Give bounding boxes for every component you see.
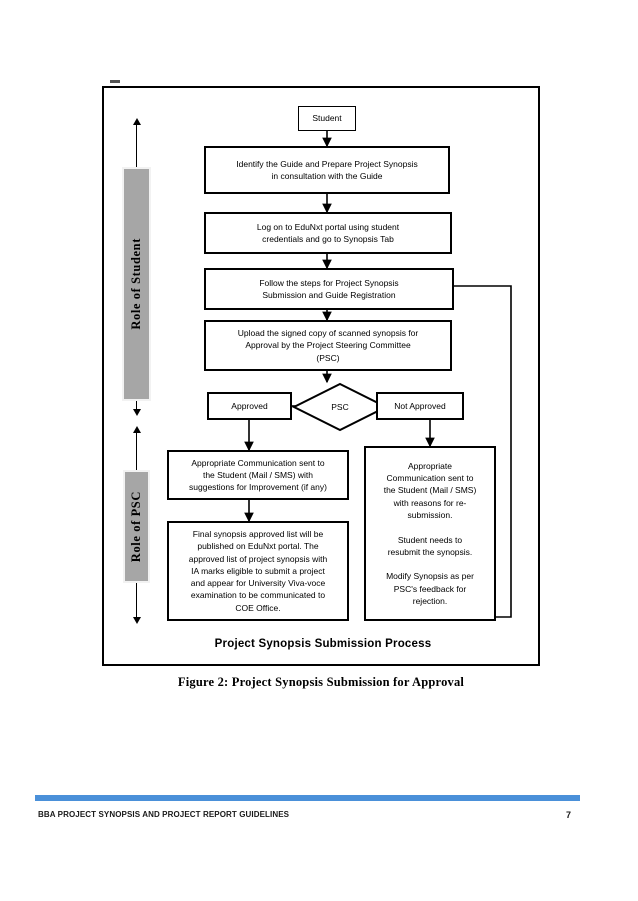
flow-node-final-approved-list[interactable]: Final synopsis approved list will be pub… (167, 521, 349, 621)
footer-page-number: 7 (566, 810, 572, 820)
flow-node-logon-edunxt[interactable]: Log on to EduNxt portal using student cr… (204, 212, 452, 254)
figure-frame: Role of Student Role of PSC Student Iden… (102, 86, 540, 666)
flow-node-not-approved[interactable]: Not Approved (376, 392, 464, 420)
diamond-shape (292, 382, 388, 432)
scan-artifact (110, 80, 120, 83)
swimlane-role-of-student: Role of Student (122, 167, 151, 401)
psc-lane-arrow-down (132, 617, 141, 624)
swimlane-role-of-psc: Role of PSC (123, 470, 150, 583)
footer-title: BBA PROJECT SYNOPSIS AND PROJECT REPORT … (38, 810, 290, 819)
flow-node-communication-rejected[interactable]: Appropriate Communication sent to the St… (364, 446, 496, 621)
flow-node-student[interactable]: Student (298, 106, 356, 131)
figure-caption: Figure 2: Project Synopsis Submission fo… (177, 675, 465, 689)
footer-accent-rule (35, 795, 580, 801)
flow-node-upload-synopsis[interactable]: Upload the signed copy of scanned synops… (204, 320, 452, 371)
flow-node-psc-decision[interactable]: PSC (292, 382, 388, 432)
figure-inner-title: Project Synopsis Submission Process (214, 638, 432, 650)
flow-node-identify-guide[interactable]: Identify the Guide and Prepare Project S… (204, 146, 450, 194)
flow-node-communication-approved[interactable]: Appropriate Communication sent to the St… (167, 450, 349, 500)
flow-node-psc-decision-label: PSC (331, 402, 349, 412)
swimlane-role-of-student-label: Role of Student (129, 238, 143, 330)
flow-node-approved[interactable]: Approved (207, 392, 292, 420)
psc-lane-arrow-up (132, 426, 141, 433)
student-lane-arrow-down (132, 409, 141, 416)
student-lane-arrow-up (132, 118, 141, 125)
swimlane-role-of-psc-label: Role of PSC (129, 490, 143, 563)
flow-node-follow-steps[interactable]: Follow the steps for Project Synopsis Su… (204, 268, 454, 310)
